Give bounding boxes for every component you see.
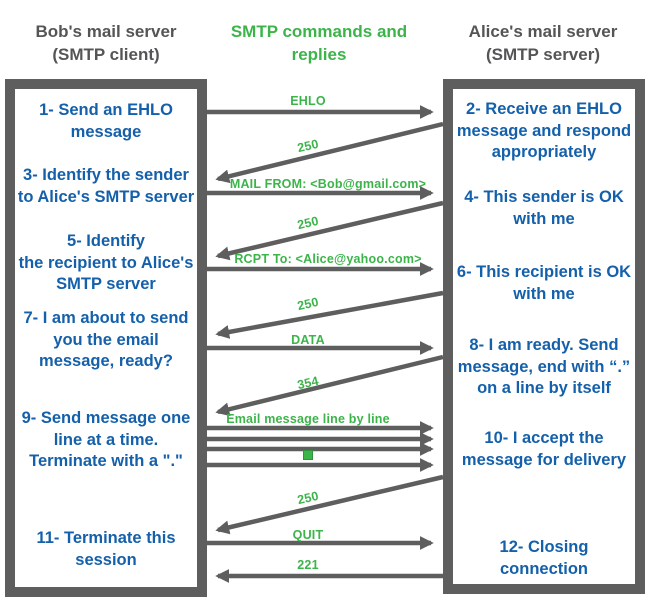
- client-step-7: 7- I am about to send you the email mess…: [23, 309, 189, 370]
- client-column-header: Bob's mail server (SMTP client): [35, 22, 177, 64]
- label-data: DATA: [291, 333, 325, 347]
- label-quit: QUIT: [292, 528, 324, 542]
- client-step-1: 1- Send an EHLO message: [39, 101, 173, 141]
- label-rcpt-to: RCPT To: <Alice@yahoo.com>: [234, 252, 422, 266]
- label-221: 221: [297, 558, 319, 572]
- client-step-3: 3- Identify the sender to Alice's SMTP s…: [17, 166, 195, 206]
- server-step-4: 4- This sender is OK with me: [464, 188, 624, 228]
- server-step-8: 8- I am ready. Send message, end with “.…: [457, 336, 631, 397]
- middle-column-header: SMTP commands and replies: [230, 22, 408, 64]
- server-step-12: 12- Closing connection: [499, 538, 589, 578]
- label-ehlo: EHLO: [290, 94, 326, 108]
- client-step-5: 5- Identify the recipient to Alice's SMT…: [18, 232, 194, 293]
- client-box: 1- Send an EHLO message 3- Identify the …: [5, 79, 207, 597]
- server-step-2: 2- Receive an EHLO message and respond a…: [456, 100, 632, 161]
- label-354: 354: [295, 373, 321, 393]
- client-step-11: 11- Terminate this session: [36, 529, 176, 569]
- label-email-message: Email message line by line: [226, 412, 390, 426]
- server-column-header: Alice's mail server (SMTP server): [468, 22, 618, 64]
- label-mail-from: MAIL FROM: <Bob@gmail.com>: [229, 177, 427, 191]
- server-step-10: 10- I accept the message for delivery: [461, 429, 627, 469]
- label-250-1: 250: [295, 136, 321, 156]
- server-step-6: 6- This recipient is OK with me: [456, 263, 632, 303]
- client-step-9: 9- Send message one line at a time. Term…: [21, 409, 191, 470]
- label-250-4: 250: [295, 488, 321, 508]
- label-250-2: 250: [295, 213, 321, 233]
- server-box: 2- Receive an EHLO message and respond a…: [443, 79, 645, 594]
- label-250-3: 250: [295, 294, 321, 314]
- terminating-dot-icon: [303, 450, 313, 460]
